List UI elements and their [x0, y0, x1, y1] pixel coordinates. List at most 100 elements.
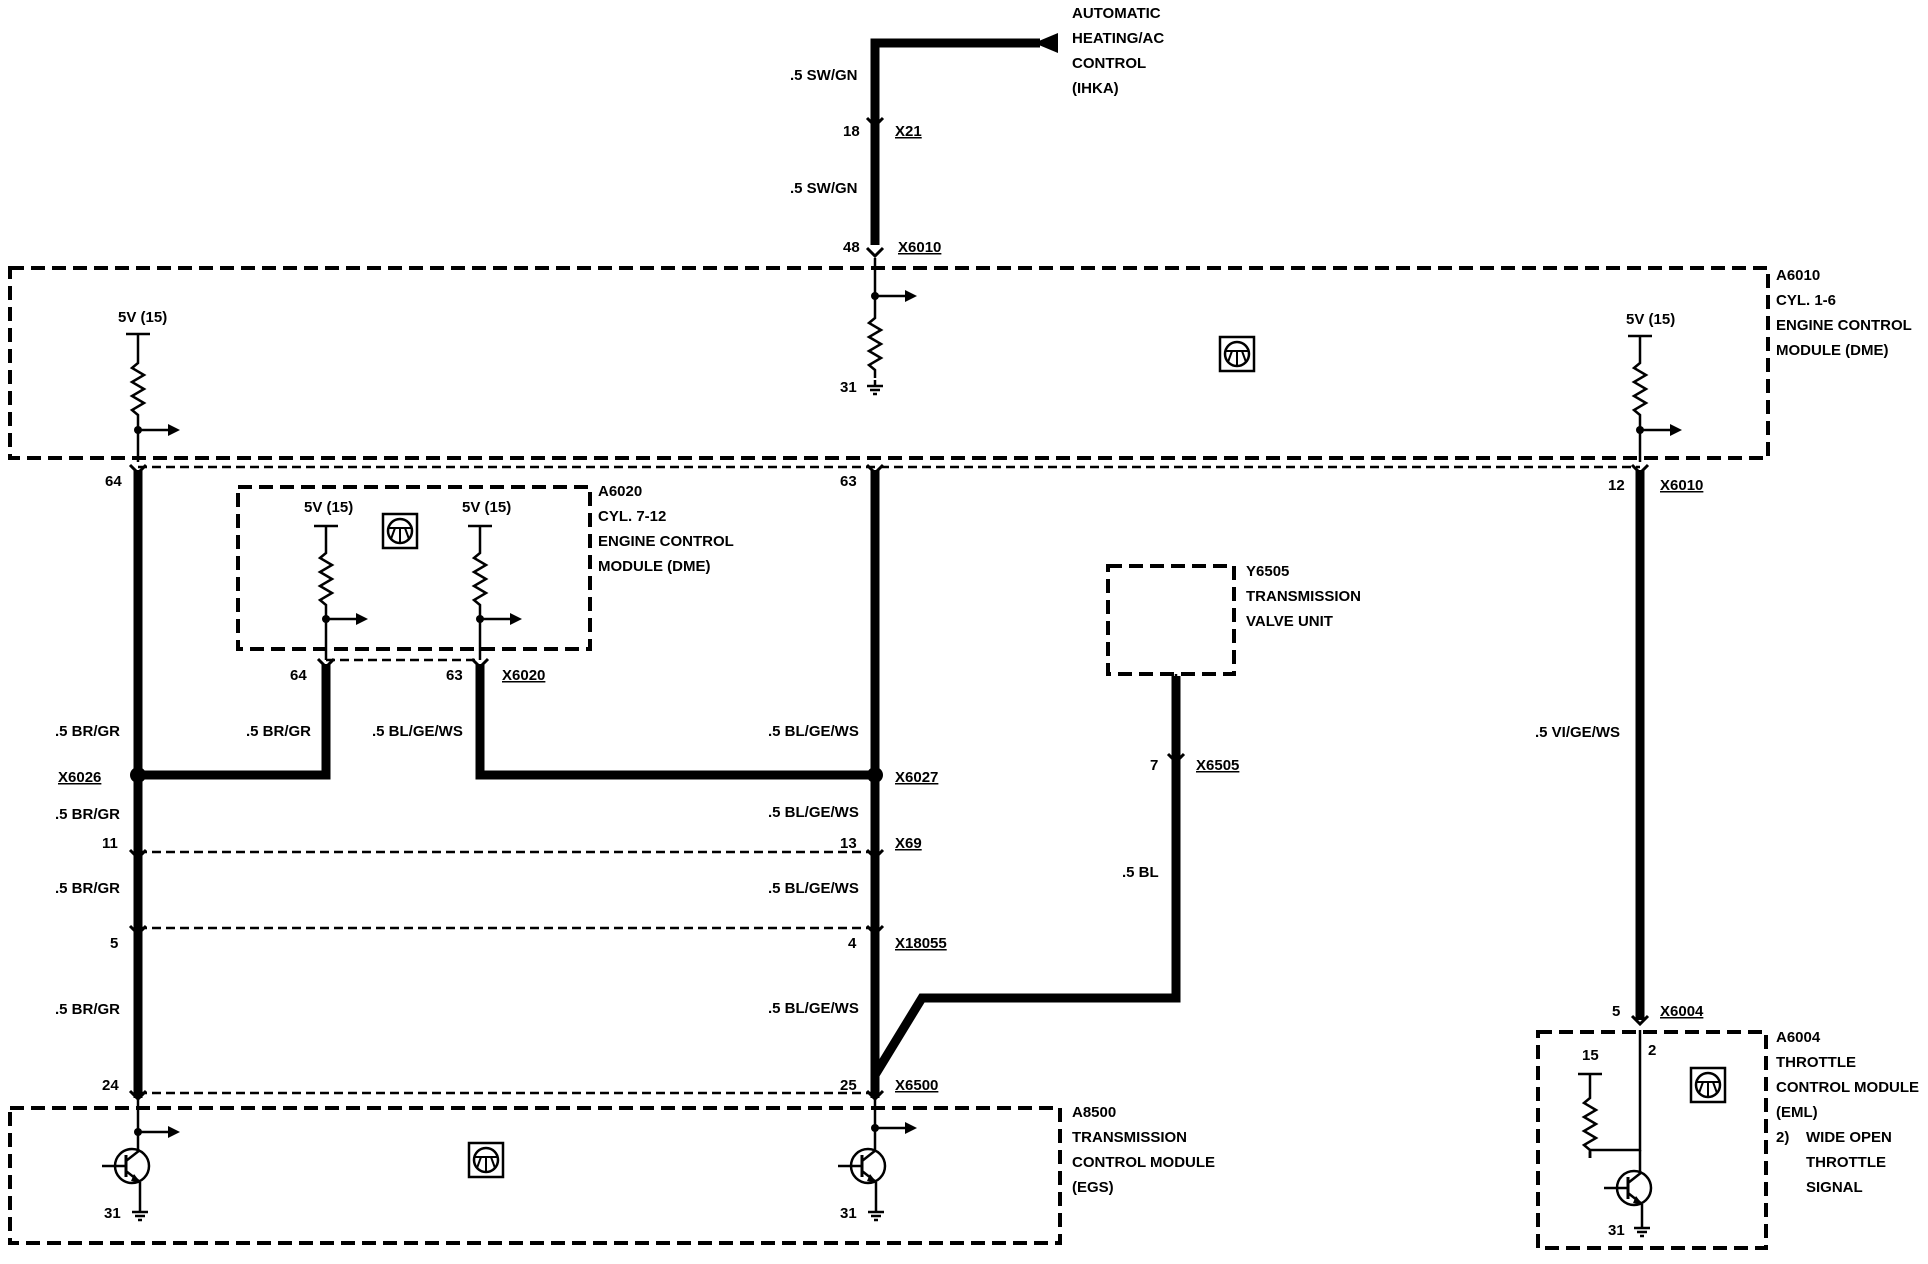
a8500-line-3: CONTROL MODULE — [1072, 1154, 1215, 1171]
a6004-line-3: CONTROL MODULE — [1776, 1079, 1919, 1096]
connector-x6010-top-mark — [865, 246, 885, 258]
y6505-line-3: VALVE UNIT — [1246, 613, 1333, 630]
a6010-line-2: CYL. 1-6 — [1776, 292, 1836, 309]
ihka-connector-arrow — [1034, 33, 1058, 53]
a6020-line-1: A6020 — [598, 483, 642, 500]
supply-right: 5V (15) — [1626, 311, 1675, 328]
arrow-right-icon — [873, 1120, 919, 1136]
ground-icon — [865, 378, 885, 396]
arrow-right-icon — [136, 422, 182, 438]
module-y6505-label: Y6505 TRANSMISSION VALVE UNIT — [1246, 563, 1361, 630]
steering-wheel-icon — [1689, 1066, 1727, 1104]
connector-x6505: X6505 — [1196, 757, 1239, 774]
wire-label-top-2: .5 SW/GN — [790, 180, 858, 197]
resistor-icon — [1632, 353, 1648, 425]
module-y6505-box — [1106, 564, 1236, 676]
pin-11: 11 — [102, 835, 118, 852]
a6020-line-4: MODULE (DME) — [598, 558, 711, 575]
arrow-right-icon — [478, 611, 524, 627]
arrow-right-icon — [873, 288, 919, 304]
a6020-line-2: CYL. 7-12 — [598, 508, 666, 525]
pin-5-left: 5 — [110, 935, 118, 952]
a6010-line-1: A6010 — [1776, 267, 1820, 284]
a6010-line-3: ENGINE CONTROL — [1776, 317, 1912, 334]
a6004-line-1: A6004 — [1776, 1029, 1821, 1046]
module-a6004-label: A6004 THROTTLE CONTROL MODULE (EML) — [1776, 1029, 1919, 1121]
a6004-line-4: (EML) — [1776, 1104, 1818, 1121]
wire-label-center-4: .5 BL/GE/WS — [768, 1000, 859, 1017]
arrow-right-icon — [136, 1124, 182, 1140]
pin-31-eml: 31 — [1608, 1222, 1625, 1239]
splice-x6027 — [867, 767, 883, 783]
pin-25: 25 — [840, 1077, 857, 1094]
connector-x69: X69 — [895, 835, 922, 852]
footnote-line-1: WIDE OPEN — [1806, 1129, 1892, 1146]
a6004-line-2: THROTTLE — [1776, 1054, 1856, 1071]
connector-x6020: X6020 — [502, 667, 545, 684]
pin-15: 15 — [1582, 1047, 1599, 1064]
wire-label-center-3: .5 BL/GE/WS — [768, 880, 859, 897]
resistor-icon — [472, 543, 488, 615]
wire-label-right: .5 VI/GE/WS — [1535, 724, 1620, 741]
pin-63-center: 63 — [840, 473, 857, 490]
ihka-line-4: (IHKA) — [1072, 80, 1119, 97]
connector-x6004: X6004 — [1660, 1003, 1704, 1020]
resistor-icon — [318, 543, 334, 615]
ground-icon — [1632, 1220, 1652, 1238]
connector-x21: X21 — [895, 123, 922, 140]
module-a8500-label: A8500 TRANSMISSION CONTROL MODULE (EGS) — [1072, 1104, 1215, 1196]
transistor-icon — [1602, 1169, 1653, 1207]
splice-x6026 — [130, 767, 146, 783]
wire-a6020-br — [138, 664, 331, 780]
pin-31-egs-center: 31 — [840, 1205, 857, 1222]
ground-icon — [130, 1204, 150, 1222]
connector-x6500: X6500 — [895, 1077, 938, 1094]
footnote-marker: 2) — [1776, 1129, 1789, 1146]
ihka-line-1: AUTOMATIC — [1072, 5, 1161, 22]
wire-label-center-1: .5 BL/GE/WS — [768, 723, 859, 740]
footnote-line-3: SIGNAL — [1806, 1179, 1863, 1196]
ihka-line-3: CONTROL — [1072, 55, 1146, 72]
wire-label-top-1: .5 SW/GN — [790, 67, 858, 84]
steering-wheel-icon — [467, 1141, 505, 1179]
module-a6004-box — [1536, 1030, 1768, 1250]
a6020-line-3: ENGINE CONTROL — [598, 533, 734, 550]
wire-label-valve: .5 BL — [1122, 864, 1159, 881]
resistor-icon — [1582, 1088, 1598, 1160]
pin-31-dme: 31 — [840, 379, 857, 396]
wire-ihka-top — [870, 38, 1040, 130]
wire-a6020-bl — [475, 664, 875, 780]
pin-12: 12 — [1608, 477, 1625, 494]
wire-label-mid-bl: .5 BL/GE/WS — [372, 723, 463, 740]
footnote-wot: 2) WIDE OPEN THROTTLE SIGNAL — [1776, 1129, 1892, 1196]
module-a6010-label: A6010 CYL. 1-6 ENGINE CONTROL MODULE (DM… — [1776, 267, 1912, 359]
pin-63-a6020: 63 — [446, 667, 463, 684]
a8500-line-1: A8500 — [1072, 1104, 1116, 1121]
connector-x6010-top: X6010 — [898, 239, 941, 256]
ihka-label: AUTOMATIC HEATING/AC CONTROL (IHKA) — [1072, 5, 1164, 97]
footnote-line-2: THROTTLE — [1806, 1154, 1886, 1171]
connector-x6010-right: X6010 — [1660, 477, 1703, 494]
arrow-right-icon — [1638, 422, 1684, 438]
steering-wheel-icon — [381, 512, 419, 550]
module-a6020-box — [236, 485, 592, 651]
y6505-line-2: TRANSMISSION — [1246, 588, 1361, 605]
supply-a6020-a: 5V (15) — [304, 499, 353, 516]
arrow-right-icon — [324, 611, 370, 627]
wire-label-left-3: .5 BR/GR — [55, 880, 120, 897]
pin-5-right: 5 — [1612, 1003, 1620, 1020]
resistor-icon — [130, 353, 146, 425]
pin-13: 13 — [840, 835, 857, 852]
pin-7: 7 — [1150, 757, 1158, 774]
a6010-line-4: MODULE (DME) — [1776, 342, 1889, 359]
wire-valve — [871, 676, 1181, 1078]
module-a6010-box — [8, 266, 1770, 460]
steering-wheel-icon — [1218, 335, 1256, 373]
wire-label-left-1: .5 BR/GR — [55, 723, 120, 740]
pin-31-egs-left: 31 — [104, 1205, 121, 1222]
wire-label-mid-br: .5 BR/GR — [246, 723, 311, 740]
pin-18: 18 — [843, 123, 860, 140]
a8500-line-2: TRANSMISSION — [1072, 1129, 1187, 1146]
transistor-icon — [100, 1147, 151, 1185]
